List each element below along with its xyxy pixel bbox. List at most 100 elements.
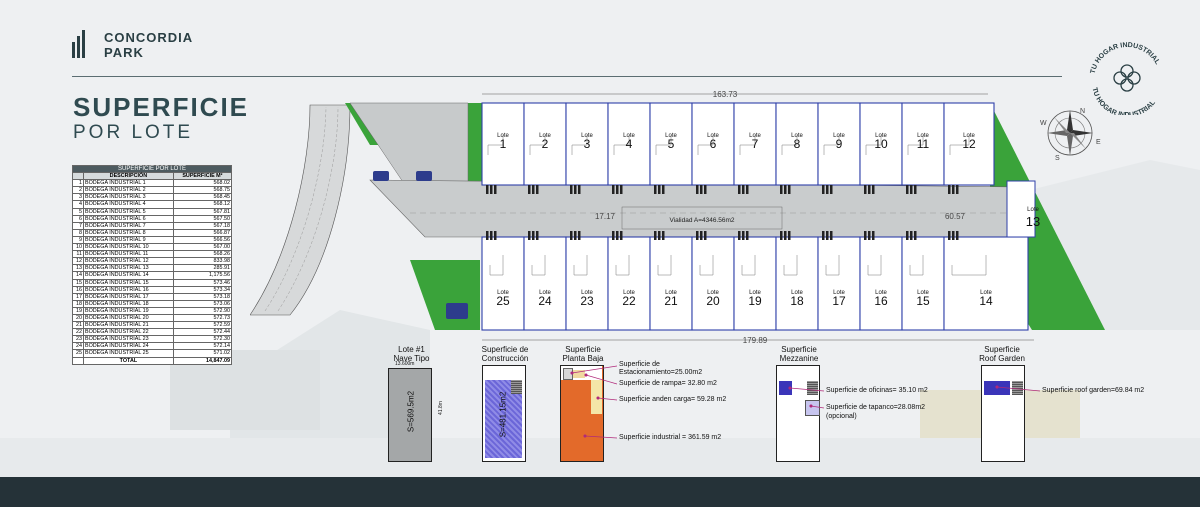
row-number: 4 <box>72 200 84 209</box>
lot-13[interactable] <box>1006 180 1036 238</box>
row-area: 567.00 <box>172 243 233 252</box>
row-number: 24 <box>72 342 84 351</box>
row-description: BODEGA INDUSTRIAL 16 <box>83 285 174 294</box>
lot-word: Lote <box>497 290 509 296</box>
lot-number: 9 <box>836 137 843 151</box>
lot-number: 3 <box>584 137 591 151</box>
legend-roof-title1: Superficie <box>984 345 1020 354</box>
row-number: 22 <box>72 328 84 337</box>
legend-const-box: S=481.15m2 <box>482 365 526 462</box>
lot-word: Lote <box>665 133 677 139</box>
lot-word: Lote <box>623 290 635 296</box>
lot-number: 7 <box>752 137 759 151</box>
table-header-area: SUPERFICIE M² <box>172 172 233 181</box>
row-description: BODEGA INDUSTRIAL 13 <box>83 264 174 273</box>
row-description: BODEGA INDUSTRIAL 15 <box>83 278 174 287</box>
legend-pb-title1: Superficie <box>565 345 601 354</box>
row-description: BODEGA INDUSTRIAL 1 <box>83 179 174 188</box>
row-area: 567.18 <box>172 221 233 230</box>
table-total-label: TOTAL <box>83 356 174 365</box>
lot-word: Lote <box>539 133 551 139</box>
legend-roof-title: Superficie Roof Garden <box>970 345 1034 363</box>
table-header-desc: DESCRIPCIÓN <box>83 172 174 181</box>
lot-word: Lote <box>497 133 509 139</box>
legend-tipo-box: S=569.5m2 <box>388 368 432 462</box>
row-area: 285.91 <box>172 264 233 273</box>
row-description: BODEGA INDUSTRIAL 11 <box>83 250 174 259</box>
row-description: BODEGA INDUSTRIAL 21 <box>83 321 174 330</box>
row-area: 572.59 <box>172 321 233 330</box>
lot-13-word: Lote <box>1027 207 1039 213</box>
page-subtitle: POR LOTE <box>73 122 194 143</box>
dim-bottom: 179.89 <box>743 336 768 345</box>
lot-number: 25 <box>496 294 510 308</box>
seal-text-top: TU HOGAR INDUSTRIAL <box>1090 42 1161 75</box>
booth-icon <box>416 171 432 181</box>
row-area: 573.46 <box>172 278 233 287</box>
lot-13-number: 13 <box>1026 214 1040 229</box>
page-title: SUPERFICIE <box>73 92 250 122</box>
row-number: 18 <box>72 299 84 308</box>
lot-word: Lote <box>539 290 551 296</box>
compass-rose-icon: N S E W <box>1040 108 1101 162</box>
row-number: 3 <box>72 193 84 202</box>
lot-number: 2 <box>542 137 549 151</box>
row-number: 23 <box>72 335 84 344</box>
row-number: 20 <box>72 313 84 323</box>
pb-note-estac-1: Superficie de <box>619 361 660 368</box>
lot-word: Lote <box>707 133 719 139</box>
mezz-note-tapanco: Superficie de tapanco=28.08m2 <box>826 404 926 411</box>
row-description: BODEGA INDUSTRIAL 3 <box>83 193 174 202</box>
row-number: 5 <box>72 207 84 216</box>
lot-number: 21 <box>664 294 678 308</box>
lot-number: 12 <box>962 137 976 151</box>
row-area: 568.26 <box>172 250 233 259</box>
row-number: 8 <box>72 228 84 237</box>
legend-const-area: S=481.15m2 <box>498 391 508 438</box>
brand-logo: CONCORDIA PARK <box>72 30 193 60</box>
row-area: 572.30 <box>172 335 233 344</box>
row-description: BODEGA INDUSTRIAL 20 <box>83 313 174 323</box>
row-number: 16 <box>72 285 84 294</box>
row-number: 25 <box>72 349 84 358</box>
top-lots: Lote1Lote2Lote3Lote4Lote5Lote6Lote7Lote8… <box>481 102 995 194</box>
row-area: 573.34 <box>172 285 233 294</box>
row-number: 14 <box>72 271 84 280</box>
lot-word: Lote <box>581 133 593 139</box>
row-number: 2 <box>72 186 84 195</box>
table-total-value: 14,847.09 <box>172 356 233 365</box>
row-number: 10 <box>72 243 84 252</box>
row-area: 833.98 <box>172 257 233 266</box>
